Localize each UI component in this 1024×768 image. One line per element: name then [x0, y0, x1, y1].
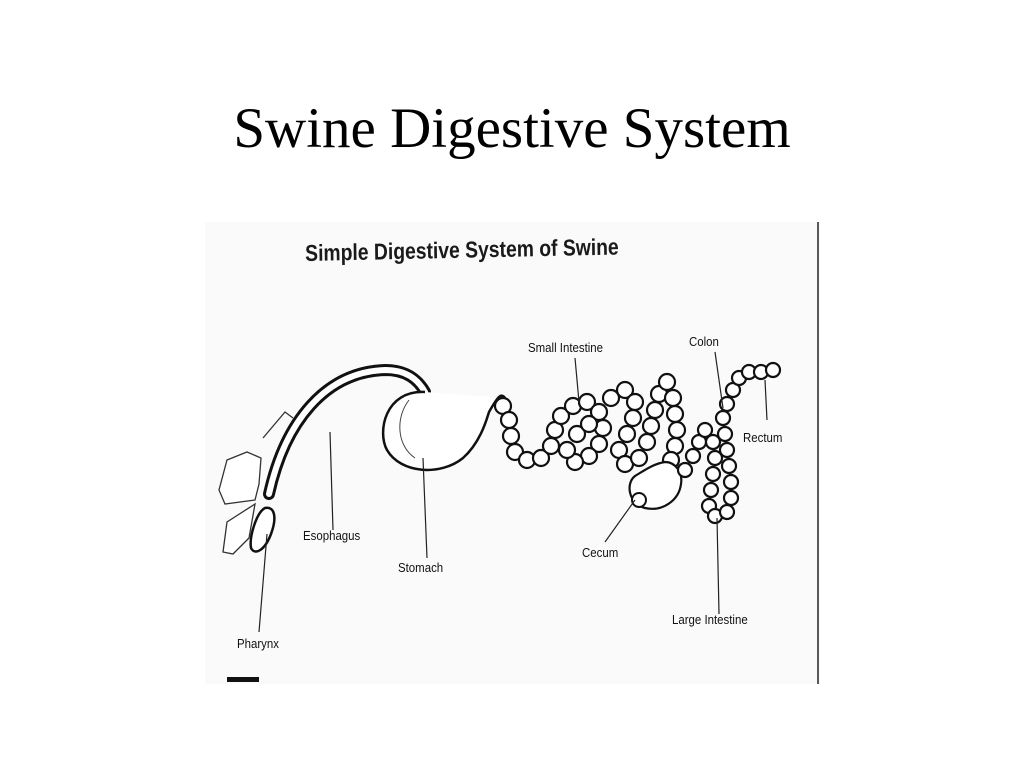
leader-colon	[714, 351, 724, 409]
leader-pharynx	[258, 533, 268, 633]
corner-mark	[227, 677, 259, 682]
snout-outline	[218, 451, 262, 505]
head-outline	[262, 411, 294, 439]
digestive-system-illustration	[218, 222, 819, 684]
cecum-tip	[631, 492, 647, 508]
stomach-shape	[381, 390, 507, 472]
leader-stomach	[422, 457, 428, 559]
label-stomach: Stomach	[398, 560, 444, 575]
jaw-outline	[222, 502, 256, 555]
leader-cecum	[604, 499, 636, 543]
label-small-intestine: Small Intestine	[528, 340, 604, 355]
leader-lines	[258, 351, 768, 633]
large-intestine-coils	[676, 361, 782, 525]
label-rectum: Rectum	[743, 430, 783, 445]
digestive-system-figure: Simple Digestive System of Swine Small I…	[205, 222, 820, 684]
esophagus-lumen	[266, 366, 428, 497]
label-esophagus: Esophagus	[303, 528, 361, 543]
leader-esophagus	[329, 431, 334, 531]
leader-small-intestine	[574, 357, 580, 403]
label-pharynx: Pharynx	[237, 636, 279, 651]
label-colon: Colon	[689, 334, 719, 349]
small-intestine-coils	[493, 372, 687, 474]
leader-large-intestine	[716, 517, 720, 615]
pharynx-shape	[249, 506, 276, 553]
label-large-intestine: Large Intestine	[672, 612, 748, 627]
leader-rectum	[764, 379, 768, 421]
label-cecum: Cecum	[582, 545, 619, 560]
slide-title: Swine Digestive System	[233, 97, 791, 160]
stomach-inner-line	[399, 399, 416, 459]
